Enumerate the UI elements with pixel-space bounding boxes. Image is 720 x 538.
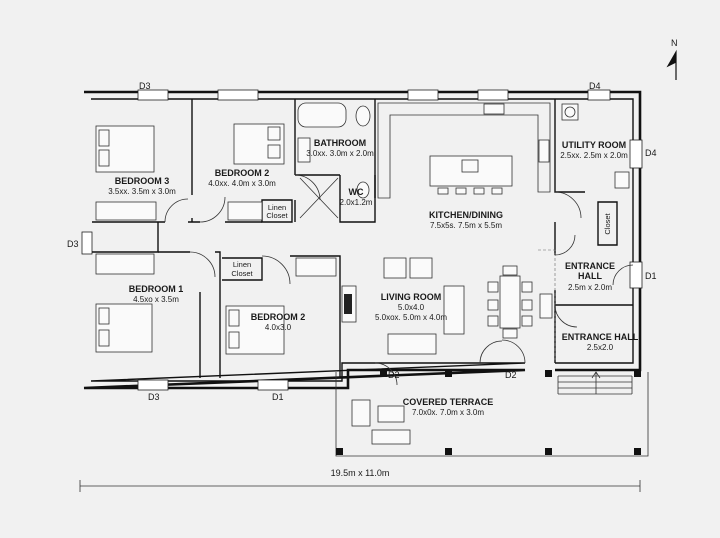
- overall-dimension-label: 19.5m x 11.0m: [331, 468, 390, 478]
- bedroom-1-dims: 4.5xo x 3.5m: [133, 295, 179, 304]
- entrance-hall-1-name-2: HALL: [578, 271, 602, 281]
- bedroom-2-top-name: BEDROOM 2: [215, 168, 270, 178]
- room-labels: BEDROOM 3 3.5xx. 3.5m x 3.0m BEDROOM 2 4…: [108, 138, 639, 417]
- closet-labels: Linen Closet Linen Closet Closet: [231, 203, 612, 278]
- north-label: N: [671, 38, 678, 48]
- door-d1-right: D1: [645, 271, 657, 281]
- bedroom-2-bottom-dims: 4.0x3.0: [265, 323, 292, 332]
- utility-room-dims: 2.5xx. 2.5m x 2.0m: [560, 151, 628, 160]
- door-d1-bottom: D1: [272, 392, 284, 402]
- bedroom-2-top-dims: 4.0xx. 4.0m x 3.0m: [208, 179, 276, 188]
- bedroom-3-dims: 3.5xx. 3.5m x 3.0m: [108, 187, 176, 196]
- bedroom-2-bottom-name: BEDROOM 2: [251, 312, 306, 322]
- bathroom-dims: 3.0xx. 3.0m x 2.0m: [306, 149, 374, 158]
- door-d4-top: D4: [589, 81, 601, 91]
- bedroom-1-name: BEDROOM 1: [129, 284, 184, 294]
- wc-dims: 2.0x1.2m: [340, 198, 373, 207]
- covered-terrace-name: COVERED TERRACE: [403, 397, 494, 407]
- door-d3-left: D3: [67, 239, 79, 249]
- entrance-hall-1-dims: 2.5m x 2.0m: [568, 283, 612, 292]
- outer-walls: [83, 90, 642, 390]
- door-d2-left: D2: [388, 370, 400, 380]
- closet-bottom-label: Closet: [231, 269, 253, 278]
- closet-top-label: Closet: [266, 211, 288, 220]
- north-arrow: N: [666, 38, 678, 80]
- kitchen-dining-dims: 7.5x5s. 7.5m x 5.5m: [430, 221, 502, 230]
- bedroom-3-name: BEDROOM 3: [115, 176, 170, 186]
- covered-terrace-structure: [335, 370, 649, 457]
- door-d2-right: D2: [505, 370, 517, 380]
- linen-bottom-label: Linen: [233, 260, 251, 269]
- door-d3-bottom: D3: [148, 392, 160, 402]
- door-d4-right: D4: [645, 148, 657, 158]
- furniture: [95, 102, 630, 445]
- kitchen-dining-name: KITCHEN/DINING: [429, 210, 503, 220]
- door-swings: [164, 174, 634, 386]
- entrance-hall-2-name: ENTRANCE HALL: [562, 332, 639, 342]
- covered-terrace-dims: 7.0x0x. 7.0m x 3.0m: [412, 408, 484, 417]
- living-room-dims: 5.0x4.0: [398, 303, 425, 312]
- door-tags: D3 D4 D4 D3 D1 D2 D2 D3 D1: [67, 81, 657, 402]
- linen-top-label: Linen: [268, 203, 286, 212]
- entrance-hall-1-name: ENTRANCE: [565, 261, 615, 271]
- door-d3-top: D3: [139, 81, 151, 91]
- bathroom-name: BATHROOM: [314, 138, 366, 148]
- wc-name: WC: [349, 187, 364, 197]
- living-room-name: LIVING ROOM: [381, 292, 442, 302]
- living-room-dims-2: 5.0xox. 5.0m x 4.0m: [375, 313, 447, 322]
- closet-side-label: Closet: [603, 212, 612, 234]
- entrance-hall-2-dims: 2.5x2.0: [587, 343, 614, 352]
- overall-dimension-line: 19.5m x 11.0m: [79, 468, 641, 492]
- windows: [81, 89, 643, 391]
- utility-room-name: UTILITY ROOM: [562, 140, 626, 150]
